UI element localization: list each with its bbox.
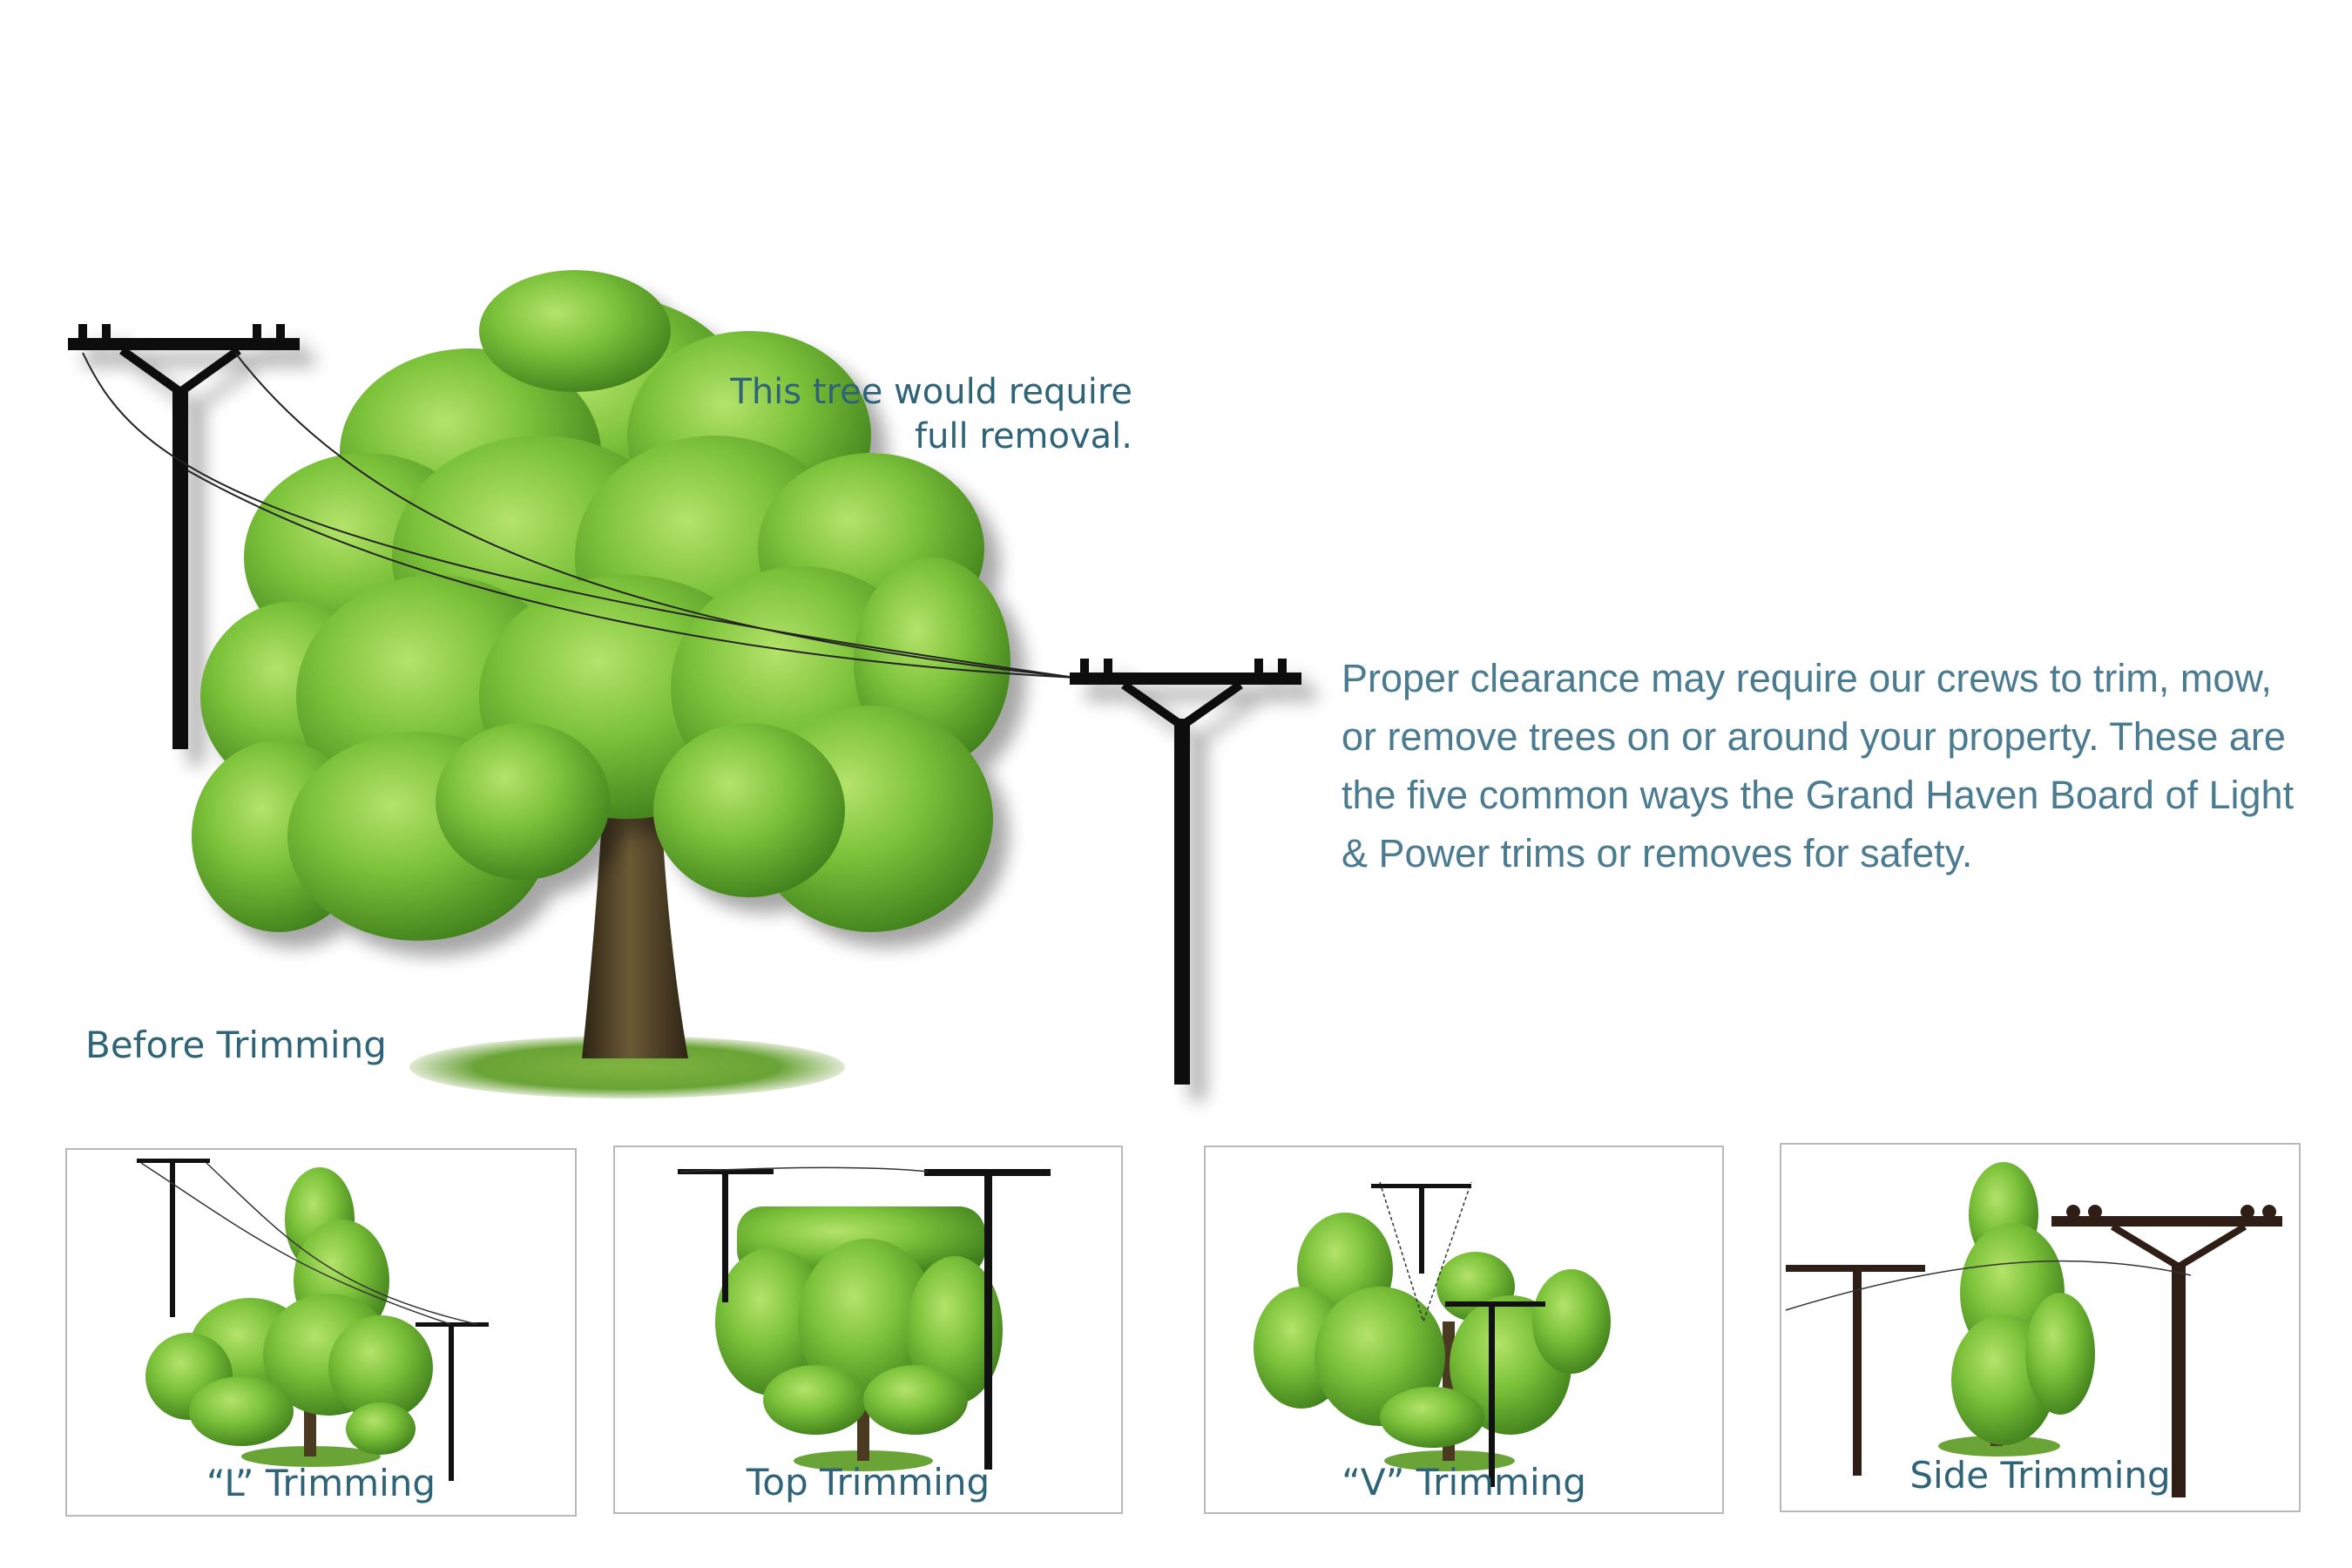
- right-utility-pole: [1070, 659, 1301, 1085]
- l-trimming-illustration: [137, 1159, 489, 1481]
- clearance-description: Proper clearance may require our crews t…: [1342, 656, 2295, 875]
- main-tree-canopy: [192, 270, 1010, 941]
- v-trimming-illustration: [1254, 1181, 1611, 1487]
- left-utility-pole: [68, 324, 300, 749]
- v-trimming-label: “V” Trimming: [1342, 1461, 1586, 1504]
- side-trimming-label: Side Trimming: [1909, 1454, 2171, 1497]
- before-trimming-scene: [68, 270, 1301, 1098]
- tree-removal-note: This tree would require full removal.: [730, 372, 1132, 456]
- panel-side-trimming: Side Trimming: [1780, 1143, 2301, 1512]
- panel-v-trimming: “V” Trimming: [1204, 1146, 1724, 1514]
- top-trimming-label: Top Trimming: [746, 1461, 990, 1504]
- power-lines: [82, 352, 1077, 679]
- top-trimming-illustration: [678, 1166, 1051, 1471]
- side-trimming-illustration: [1785, 1162, 2282, 1497]
- l-trimming-label: “L” Trimming: [206, 1462, 436, 1504]
- panel-l-trimming: “L” Trimming: [65, 1148, 577, 1517]
- grass-ground: [409, 1036, 845, 1098]
- before-trimming-label: Before Trimming: [85, 1024, 387, 1066]
- panel-top-trimming: Top Trimming: [613, 1146, 1123, 1514]
